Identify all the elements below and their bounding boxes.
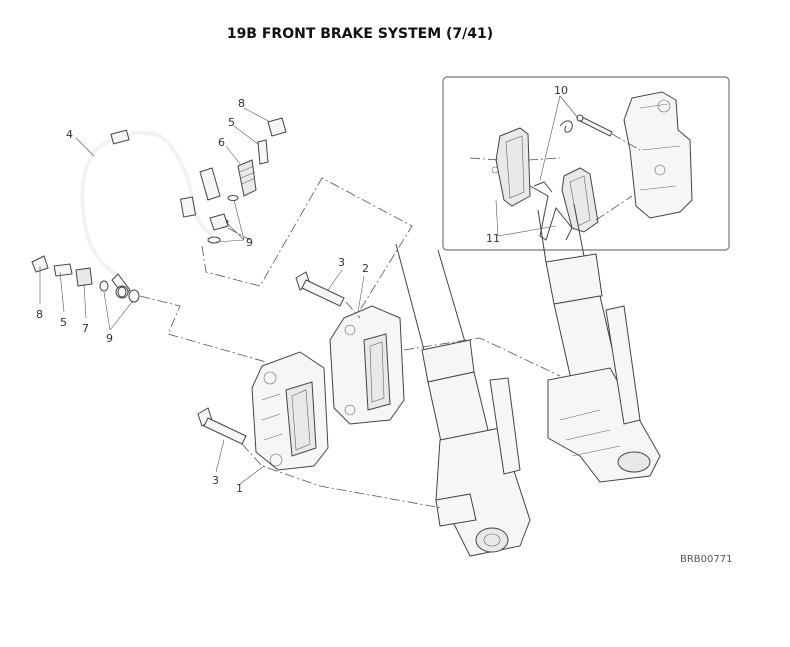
upper-fittings xyxy=(207,117,287,244)
callout-5-lower: 5 xyxy=(60,316,67,329)
callout-3-upper: 3 xyxy=(338,256,345,269)
brake-hose xyxy=(80,129,221,299)
callout-10: 10 xyxy=(554,84,568,97)
callout-5-upper: 5 xyxy=(228,116,235,129)
callout-8-lower: 8 xyxy=(36,308,43,321)
bolts xyxy=(197,271,345,445)
callout-9-lower: 9 xyxy=(106,332,113,345)
callout-7: 7 xyxy=(82,322,89,335)
page-title: 19B FRONT BRAKE SYSTEM (7/41) xyxy=(226,26,494,42)
callout-11: 11 xyxy=(486,232,500,245)
caliper-2 xyxy=(329,305,405,425)
callout-3-lower: 3 xyxy=(212,474,219,487)
callout-numbers: 8 5 6 4 9 8 5 7 9 3 2 3 1 10 11 xyxy=(36,84,568,495)
callout-1: 1 xyxy=(236,482,243,495)
caliper-1 xyxy=(251,351,329,471)
assembly-lines xyxy=(139,177,561,509)
callout-4: 4 xyxy=(66,128,73,141)
callout-2: 2 xyxy=(362,262,369,275)
pads-detail-inset xyxy=(442,76,730,251)
leader-lines xyxy=(39,95,579,485)
callout-8-upper: 8 xyxy=(238,97,245,110)
callout-6: 6 xyxy=(218,136,225,149)
drawing-code: BRB00771 xyxy=(680,554,732,565)
lower-left-fittings xyxy=(31,255,140,303)
front-fork xyxy=(395,203,661,557)
callout-9-upper: 9 xyxy=(246,236,253,249)
